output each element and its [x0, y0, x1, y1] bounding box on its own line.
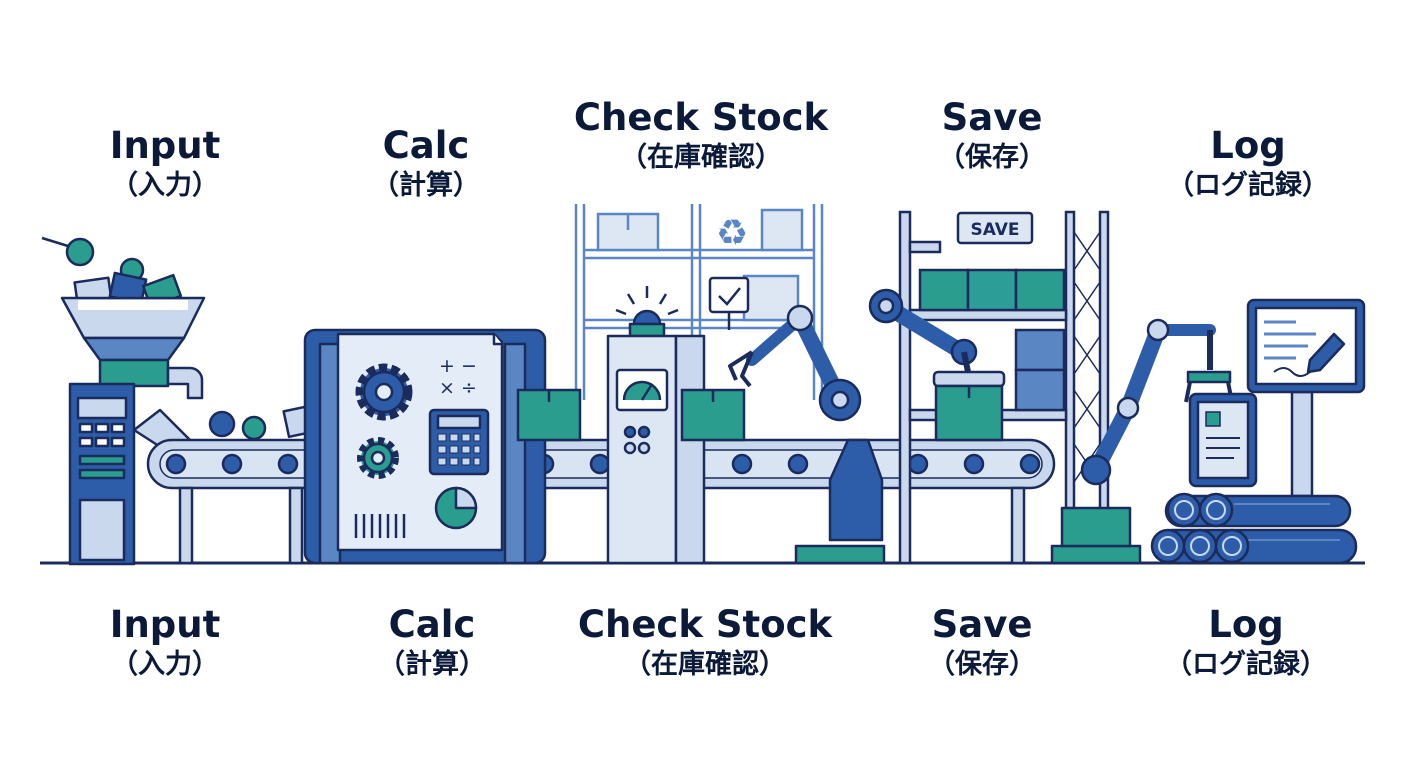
stage-label-calc-bottom: Calc （計算） [378, 603, 486, 683]
stage-label-check-stock-top: Check Stock （在庫確認） [574, 96, 828, 176]
save-sign: SAVE [956, 211, 1034, 245]
pie-chart-icon [434, 486, 478, 530]
calculator-icon [428, 408, 490, 476]
stock-boxes [516, 388, 746, 442]
gear-icon [357, 437, 399, 479]
robot-arm-picker [728, 304, 886, 565]
stage-subtitle: （保存） [938, 142, 1046, 173]
stage-subtitle: （ログ記録） [1165, 649, 1327, 680]
stage-label-input-bottom: Input （入力） [110, 603, 221, 683]
stage-title: Input [109, 603, 221, 646]
stage-subtitle: （在庫確認） [624, 649, 786, 680]
log-monitor [1246, 298, 1366, 498]
stock-shelf [574, 204, 824, 400]
tablet-icon [1188, 392, 1258, 488]
stage-title: Log [1210, 124, 1286, 167]
stage-title: Save [931, 603, 1033, 646]
stage-title: Input [109, 124, 221, 167]
conveyor-belt [146, 438, 1056, 565]
recycle-icon: ♻ [716, 213, 748, 254]
stage-subtitle: （計算） [378, 649, 486, 680]
stage-title: Check Stock [573, 96, 829, 139]
checkmark-sign [708, 276, 750, 330]
stage-title: Calc [382, 124, 470, 167]
stage-label-log-bottom: Log （ログ記録） [1165, 603, 1327, 683]
stage-subtitle: （在庫確認） [620, 142, 782, 173]
stage-label-save-top: Save （保存） [938, 96, 1046, 176]
stage-label-input-top: Input （入力） [110, 124, 221, 204]
stage-subtitle: （入力） [111, 649, 219, 680]
pen-icon [1306, 332, 1346, 374]
stage-title: Check Stock [577, 603, 833, 646]
log-robot-arm [1050, 318, 1234, 565]
stage-title: Log [1208, 603, 1284, 646]
scanner-machine [606, 286, 706, 565]
stage-subtitle: （ログ記録） [1167, 170, 1329, 201]
save-shelf [898, 210, 1110, 565]
stage-title: Calc [388, 603, 476, 646]
stage-title: Save [941, 96, 1043, 139]
stage-label-calc-top: Calc （計算） [372, 124, 480, 204]
save-sign-label: SAVE [970, 220, 1019, 240]
gear-icon [355, 363, 413, 421]
robot-arm-saver [868, 288, 1006, 442]
input-hopper [41, 236, 320, 566]
log-stack [1150, 492, 1358, 565]
stage-label-save-bottom: Save （保存） [928, 603, 1036, 683]
stage-subtitle: （保存） [928, 649, 1036, 680]
stage-subtitle: （入力） [111, 170, 219, 201]
stage-subtitle: （計算） [372, 170, 480, 201]
barcode-icon [354, 514, 406, 538]
stage-label-check-stock-bottom: Check Stock （在庫確認） [578, 603, 832, 683]
calc-machine [303, 328, 547, 565]
stage-label-log-top: Log （ログ記録） [1167, 124, 1329, 204]
math-symbols: + −× ÷ [439, 355, 477, 399]
